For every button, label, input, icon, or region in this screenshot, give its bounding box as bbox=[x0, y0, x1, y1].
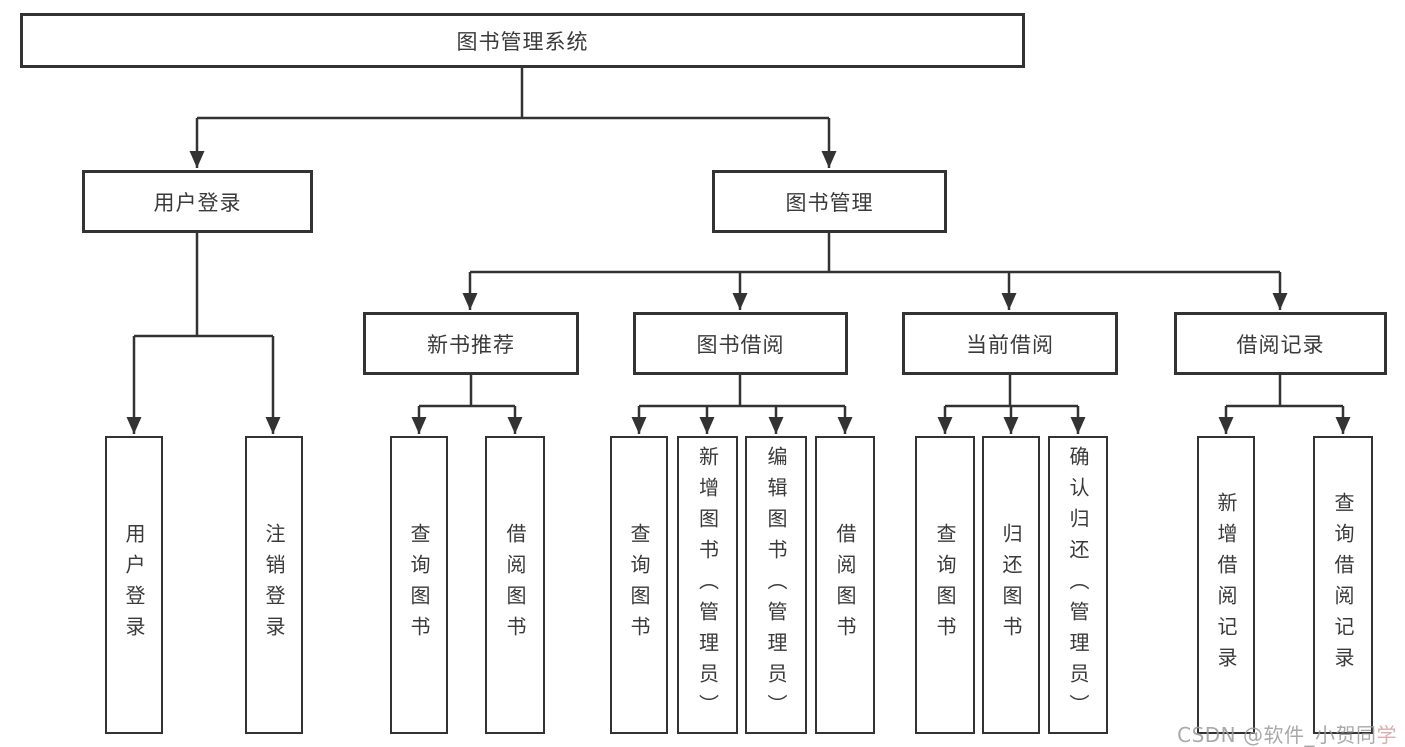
node-label: 编辑图书（管理员） bbox=[764, 445, 788, 725]
node-label: 新增借阅记录 bbox=[1214, 492, 1238, 678]
node-label: 查询图书 bbox=[933, 523, 957, 647]
node-label: 新增图书（管理员） bbox=[695, 445, 720, 725]
node-user-login: 用户登录 bbox=[105, 436, 163, 734]
node-cb-query-books: 查询图书 bbox=[915, 436, 975, 734]
node-bb-query-books: 查询图书 bbox=[610, 436, 668, 734]
node-label: 借阅图书 bbox=[833, 523, 857, 647]
node-label: 用户登录 bbox=[122, 523, 146, 647]
node-nbr-borrow-books: 借阅图书 bbox=[485, 436, 545, 734]
node-label: 借阅记录 bbox=[1236, 332, 1325, 357]
node-label: 图书管理系统 bbox=[456, 29, 589, 54]
node-book-management-group: 图书管理 bbox=[712, 170, 947, 233]
node-bb-edit-books-admin: 编辑图书（管理员） bbox=[745, 436, 807, 734]
node-nbr-query-books: 查询图书 bbox=[390, 436, 448, 734]
node-label: 注销登录 bbox=[262, 523, 286, 647]
node-logout: 注销登录 bbox=[245, 436, 303, 734]
node-br-query-borrow-record: 查询借阅记录 bbox=[1313, 436, 1373, 734]
csdn-watermark: CSDN @软件_小贺同学 bbox=[1177, 719, 1397, 747]
node-cb-return-books: 归还图书 bbox=[982, 436, 1040, 734]
node-label: 用户登录 bbox=[153, 190, 242, 215]
node-label: 当前借阅 bbox=[966, 332, 1054, 357]
node-label: 归还图书 bbox=[999, 523, 1023, 647]
node-label: 借阅图书 bbox=[503, 523, 527, 647]
node-bb-borrow-books: 借阅图书 bbox=[815, 436, 875, 734]
node-cb-confirm-return-admin: 确认归还（管理员） bbox=[1048, 436, 1108, 734]
node-user-login-group: 用户登录 bbox=[82, 170, 313, 233]
node-book-borrowing: 图书借阅 bbox=[633, 312, 848, 375]
watermark-accent: 学 bbox=[1376, 723, 1397, 747]
watermark-text: CSDN @软件_小贺同 bbox=[1177, 723, 1377, 747]
node-bb-add-books-admin: 新增图书（管理员） bbox=[677, 436, 738, 734]
node-label: 新书推荐 bbox=[427, 332, 515, 357]
node-new-book-recommendation: 新书推荐 bbox=[363, 312, 579, 375]
node-borrowing-records: 借阅记录 bbox=[1174, 312, 1387, 375]
node-label: 图书管理 bbox=[785, 190, 874, 215]
node-br-add-borrow-record: 新增借阅记录 bbox=[1197, 436, 1255, 734]
node-current-borrowing: 当前借阅 bbox=[902, 312, 1118, 375]
node-label: 图书借阅 bbox=[696, 332, 785, 357]
node-library-management-system: 图书管理系统 bbox=[20, 13, 1025, 68]
node-label: 查询图书 bbox=[627, 523, 651, 647]
node-label: 查询借阅记录 bbox=[1331, 492, 1355, 678]
node-label: 查询图书 bbox=[407, 523, 431, 647]
node-label: 确认归还（管理员） bbox=[1066, 445, 1090, 725]
